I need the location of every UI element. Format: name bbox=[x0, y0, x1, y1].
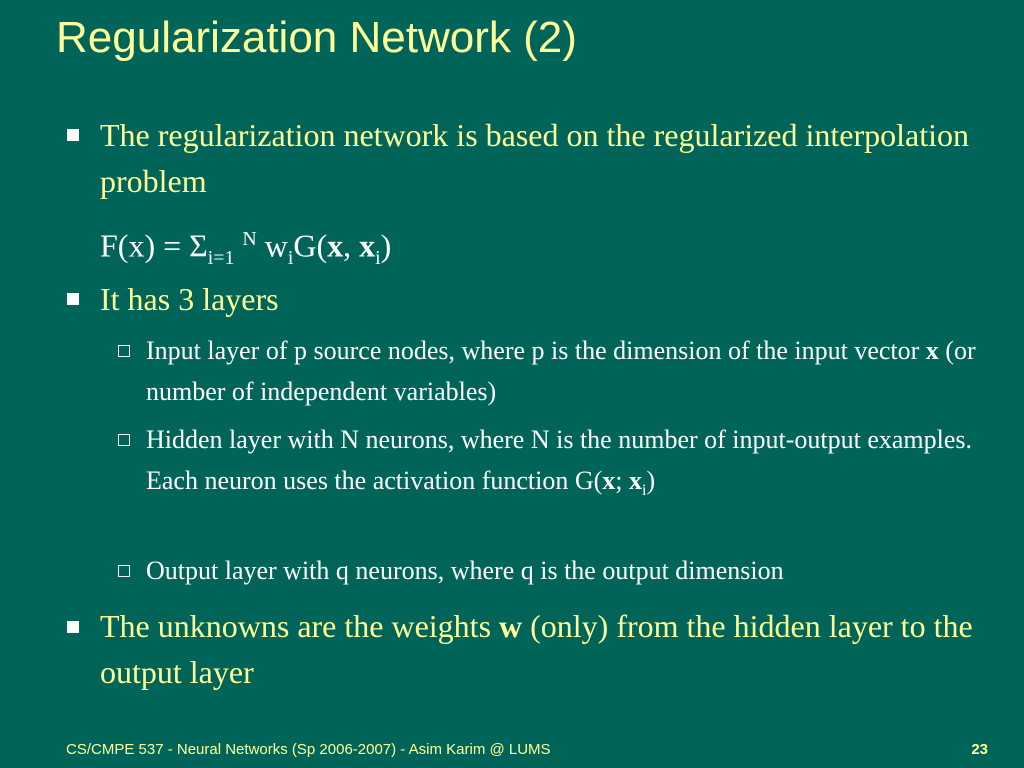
bullet-text: The unknowns are the weights bbox=[100, 608, 500, 644]
bullet-unknowns: The unknowns are the weights w (only) fr… bbox=[100, 603, 1000, 695]
sub-bullet-text-end: (or number of independent variables) bbox=[146, 336, 976, 406]
bold-x: x bbox=[602, 466, 616, 495]
hollow-square-bullet-icon bbox=[118, 565, 130, 577]
bullet-text-end: (only) from the hidden layer to the outp… bbox=[100, 608, 973, 690]
bold-w: w bbox=[499, 608, 523, 644]
bullet-regularization-network: The regularization network is based on t… bbox=[100, 112, 1000, 204]
square-bullet-icon bbox=[67, 293, 79, 305]
bullet-three-layers: It has 3 layers bbox=[100, 276, 1000, 322]
sub-bullet-text: Output layer with q neurons, where q is … bbox=[146, 556, 784, 585]
formula-x: x bbox=[327, 227, 344, 264]
bold-x: x bbox=[925, 336, 939, 365]
formula: F(x) = Σi=1 N wiG(x, xi) bbox=[100, 216, 1000, 281]
sub-bullet-output-layer: Output layer with q neurons, where q is … bbox=[146, 550, 1006, 591]
hollow-square-bullet-icon bbox=[118, 434, 130, 446]
formula-xi-sub: i bbox=[375, 247, 381, 270]
formula-close: ) bbox=[380, 227, 392, 264]
sub-bullet-text-end: ) bbox=[646, 466, 656, 495]
page-number: 23 bbox=[971, 741, 988, 758]
hollow-square-bullet-icon bbox=[118, 345, 130, 357]
bullet-text: The regularization network is based on t… bbox=[100, 117, 970, 199]
sub-bullet-hidden-layer: Hidden layer with N neurons, where N is … bbox=[146, 419, 1006, 511]
formula-sum-sup: N bbox=[242, 228, 257, 250]
bullet-text: It has 3 layers bbox=[100, 281, 279, 317]
sub-bullet-text: Input layer of p source nodes, where p i… bbox=[146, 336, 926, 365]
separator: ; bbox=[615, 466, 630, 495]
formula-xi: x bbox=[359, 227, 376, 264]
square-bullet-icon bbox=[67, 621, 79, 633]
sub-bullet-input-layer: Input layer of p source nodes, where p i… bbox=[146, 330, 1006, 412]
sub-bullet-text: Hidden layer with N neurons, where N is … bbox=[146, 425, 973, 495]
formula-w: w bbox=[264, 227, 288, 264]
formula-w-sub: i bbox=[287, 247, 294, 270]
subscript-i: i bbox=[642, 482, 647, 500]
formula-comma: , bbox=[343, 227, 360, 264]
square-bullet-icon bbox=[67, 129, 79, 141]
slide-title: Regularization Network (2) bbox=[56, 13, 577, 62]
formula-g-open: G( bbox=[293, 227, 328, 264]
formula-sum-sub: i=1 bbox=[207, 247, 235, 270]
formula-lhs: F(x) = Σ bbox=[100, 227, 208, 264]
bold-xi: x bbox=[629, 466, 643, 495]
footer-course: CS/CMPE 537 - Neural Networks (Sp 2006-2… bbox=[66, 741, 551, 758]
